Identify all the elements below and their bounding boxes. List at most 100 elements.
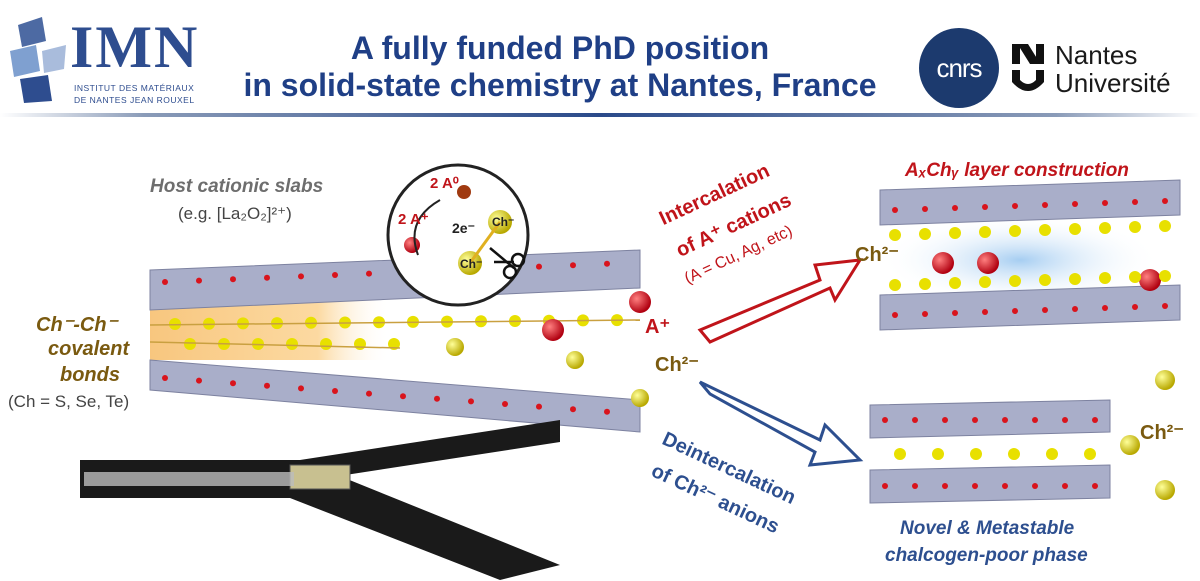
zipper-illustration [80, 420, 560, 580]
covalent-bonds-line-1: Ch⁻-Ch⁻ [36, 314, 118, 336]
chalcogen-atom [919, 228, 931, 240]
oxygen-atom [1102, 200, 1108, 206]
chalcogen-atom [286, 338, 298, 350]
chalcogen-atom [184, 338, 196, 350]
oxygen-atom [264, 382, 270, 389]
oxygen-atom [1002, 483, 1008, 489]
oxygen-atom [162, 279, 168, 285]
inset-ch-bottom-label: Ch⁻ [460, 257, 483, 271]
oxygen-atom [298, 273, 304, 280]
chalcogen-atom [1129, 271, 1141, 283]
chalcogen-atom [889, 229, 901, 241]
oxygen-atom [1042, 202, 1048, 208]
oxygen-atom [882, 483, 888, 489]
imn-logo-mark [10, 17, 66, 103]
oxygen-atom [162, 375, 168, 381]
layer-construction-label: AₓChᵧ layer construction [905, 160, 1129, 181]
chalcogen-atom [949, 227, 961, 239]
chalcogen-atom [1069, 273, 1081, 285]
ch-definition: (Ch = S, Se, Te) [8, 392, 130, 411]
chalcogen-atom [1046, 448, 1058, 460]
host-slabs-example: (e.g. [La₂O₂]²⁺) [178, 204, 292, 223]
oxygen-atom [332, 272, 338, 278]
chalcogen-atom [1008, 448, 1020, 460]
oxygen-atom [1132, 304, 1138, 310]
oxygen-atom [434, 395, 440, 402]
oxygen-atom [912, 417, 918, 423]
chalcogen-atom [894, 448, 906, 460]
oxygen-atom [982, 204, 988, 210]
chalcogen-atom [388, 338, 400, 350]
oxygen-atom [892, 312, 898, 318]
oxygen-atom [972, 417, 978, 423]
imn-logo-text: IMN [70, 14, 200, 80]
oxygen-atom [604, 260, 610, 267]
oxygen-atom [1032, 483, 1038, 489]
cnrs-logo: cnrs [919, 28, 999, 108]
oxygen-atom [536, 263, 542, 270]
chalcogen-atom [354, 338, 366, 350]
oxygen-atom [196, 377, 202, 384]
nantes-logo-line-1: Nantes [1055, 40, 1138, 70]
oxygen-atom [298, 385, 304, 392]
chalcogen-atom [1159, 220, 1171, 232]
novel-phase-line-1: Novel & Metastable [900, 518, 1075, 539]
chalcogen-atom [1069, 223, 1081, 235]
chalcogen-atom [979, 226, 991, 238]
oxygen-atom [400, 393, 406, 400]
oxygen-atom [1062, 417, 1068, 423]
page-title-line-1: A fully funded PhD position [350, 30, 770, 66]
oxygen-atom [952, 205, 958, 211]
red-arrow [697, 258, 863, 344]
oxygen-atom [942, 483, 948, 489]
a-plus-label: A⁺ [645, 316, 670, 338]
inset-a-plus-label: 2 A⁺ [398, 211, 429, 228]
oxygen-atom [1012, 308, 1018, 314]
oxygen-atom [1032, 417, 1038, 423]
oxygen-atom [882, 417, 888, 423]
covalent-bonds-line-2: covalent [48, 338, 130, 360]
chalcogen-atom [1099, 222, 1111, 234]
oxygen-atom [332, 388, 338, 394]
chalcogen-atom [1009, 275, 1021, 287]
oxygen-atom [982, 309, 988, 315]
chalcogen-atom [1129, 221, 1141, 233]
oxygen-atom [1162, 303, 1168, 309]
diagram-graphics [80, 163, 1181, 580]
imn-subtitle-2: DE NANTES JEAN ROUXEL [74, 95, 195, 105]
ch2-label: Ch²⁻ [655, 354, 699, 376]
oxygen-atom [972, 483, 978, 489]
novel-phase-line-2: chalcogen-poor phase [885, 545, 1088, 566]
right-bottom-structure [869, 399, 1111, 504]
oxygen-atom [942, 417, 948, 423]
chalcogen-atom [1084, 448, 1096, 460]
oxygen-atom [1092, 483, 1098, 489]
oxygen-atom [604, 408, 610, 415]
chalcogen-atom [932, 448, 944, 460]
oxygen-atom [570, 262, 576, 269]
oxygen-atom [196, 277, 202, 284]
oxygen-atom [264, 274, 270, 281]
oxygen-atom [230, 276, 236, 283]
oxygen-atom [1062, 483, 1068, 489]
chalcogen-atom [1159, 270, 1171, 282]
oxygen-atom [952, 310, 958, 316]
oxygen-atom [570, 406, 576, 413]
left-layered-structure [149, 249, 641, 433]
chalcogen-atom [919, 278, 931, 290]
chalcogen-atom [1039, 274, 1051, 286]
oxygen-atom [892, 207, 898, 213]
header: IMN INSTITUT DES MATÉRIAUX DE NANTES JEA… [0, 0, 1200, 120]
oxygen-atom [502, 401, 508, 407]
ch2-right-label: Ch²⁻ [855, 244, 899, 266]
oxygen-atom [1012, 203, 1018, 209]
oxygen-atom [1072, 306, 1078, 312]
blue-arrow [698, 380, 864, 467]
oxygen-atom [1102, 305, 1108, 311]
host-slabs-title: Host cationic slabs [150, 176, 324, 197]
oxygen-atom [1002, 417, 1008, 423]
chalcogen-atom [320, 338, 332, 350]
oxygen-atom [922, 311, 928, 317]
oxygen-atom [922, 206, 928, 212]
oxygen-atom [230, 380, 236, 387]
